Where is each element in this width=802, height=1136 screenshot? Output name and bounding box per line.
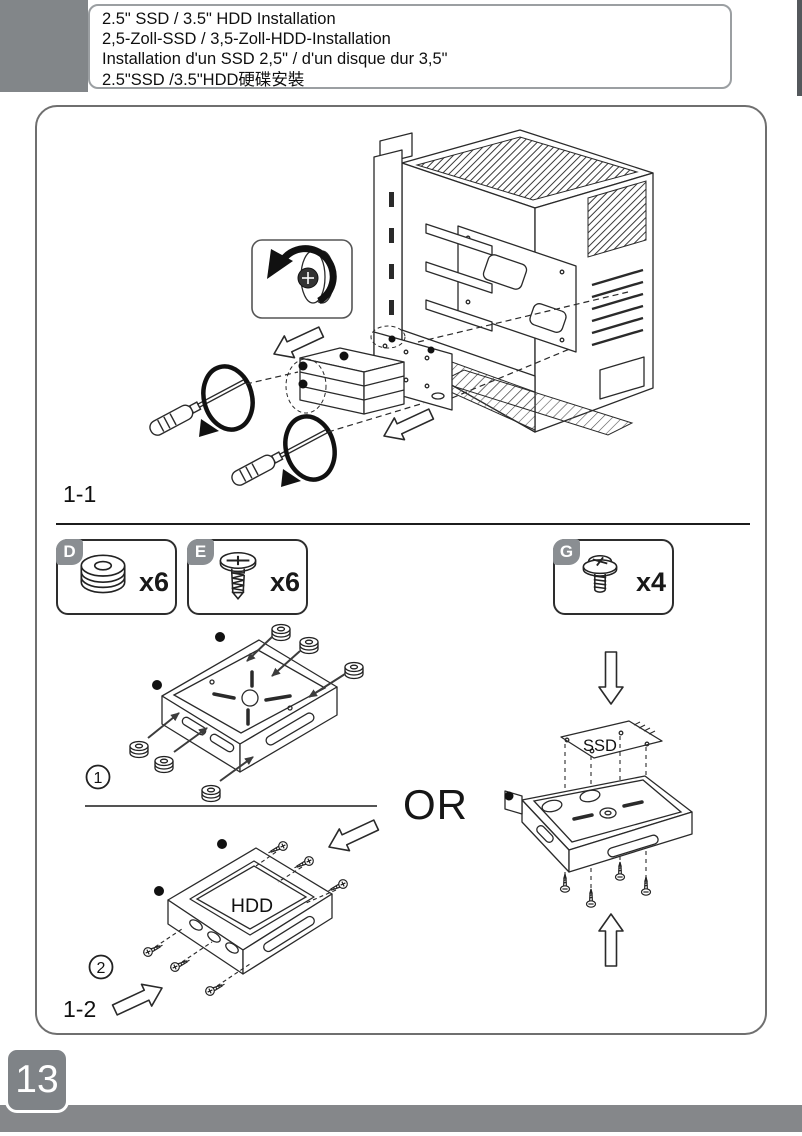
hdd-screw-icon (219, 551, 257, 600)
drive-cage-drawing (285, 347, 405, 415)
rotation-arrow-icon (279, 245, 337, 305)
part-box-e: E x6 (187, 539, 308, 615)
grommets-and-arrows (129, 623, 364, 803)
title-box: 2.5" SSD / 3.5" HDD Installation 2,5-Zol… (88, 4, 732, 89)
hdd-screws (141, 839, 350, 998)
corner-block (0, 0, 88, 92)
ssd-drawing: SSD (560, 720, 663, 759)
figure-1-1-label: 1-1 (63, 481, 97, 507)
title-en: 2.5" SSD / 3.5" HDD Installation (102, 10, 336, 28)
insert-arrow-up-icon (598, 913, 624, 967)
svg-text:HDD: HDD (231, 895, 273, 917)
thumbscrew-callout (251, 239, 353, 319)
right-edge-mark (797, 0, 802, 96)
title-de: 2,5-Zoll-SSD / 3,5-Zoll-HDD-Installation (102, 30, 391, 49)
screwdriver-2 (228, 402, 425, 489)
step-2-illustration: HDD (88, 813, 382, 1022)
step-1-number: 1 (85, 764, 111, 790)
page-number-badge: 13 (5, 1047, 69, 1113)
rubber-grommet-icon (80, 554, 126, 594)
svg-text:1: 1 (94, 770, 103, 787)
ssd-screw-icon (582, 554, 618, 593)
part-letter-badge: D (56, 539, 83, 565)
insert-arrow-icon (323, 813, 382, 859)
step-1-illustration: 1 (85, 623, 377, 807)
insert-arrow-down-icon (598, 651, 624, 705)
figure-1-2-label: 1-2 (63, 996, 97, 1022)
remove-arrow-icon (378, 402, 437, 448)
tray-underside-drawing (504, 775, 693, 873)
section-divider (56, 523, 750, 525)
rotation-arrow-icon (281, 469, 301, 487)
title-fr: Installation d'un SSD 2,5" / d'un disque… (102, 50, 448, 69)
page-number: 13 (15, 1058, 59, 1101)
footer-bar (0, 1105, 802, 1132)
figure-1-1-illustration (146, 129, 654, 489)
title-zh: 2.5"SSD /3.5"HDD硬碟安裝 (102, 70, 305, 89)
part-letter-badge: G (553, 539, 580, 565)
part-box-d: D x6 (56, 539, 177, 615)
part-box-g: G x4 (553, 539, 674, 615)
part-letter-badge: E (187, 539, 214, 565)
part-qty: x4 (635, 567, 666, 597)
step-2-number: 2 (88, 954, 114, 980)
part-qty: x6 (138, 567, 169, 597)
ssd-option-illustration: SSD (504, 651, 693, 967)
insert-arrow-icon (109, 976, 168, 1022)
part-qty: x6 (269, 567, 300, 597)
svg-text:SSD: SSD (583, 737, 617, 755)
screwdriver-1 (146, 364, 299, 439)
rotation-arrow-icon (199, 419, 219, 437)
svg-text:2: 2 (97, 960, 106, 977)
or-label: OR (403, 781, 468, 828)
